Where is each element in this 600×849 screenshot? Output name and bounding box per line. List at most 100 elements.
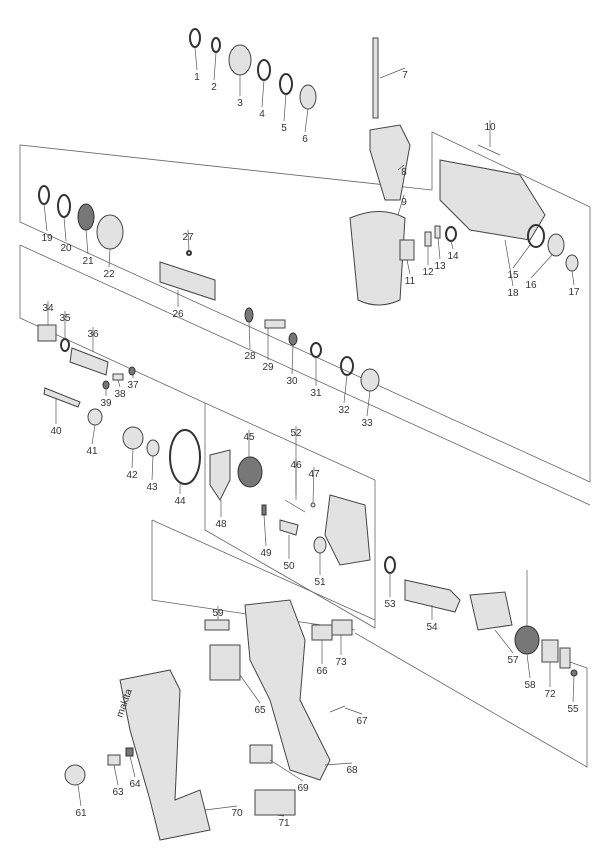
leader-line-67	[344, 707, 363, 715]
callout-16: 16	[525, 280, 537, 291]
parts: makita	[37, 28, 579, 841]
part-58-brush-holder	[514, 625, 540, 655]
part-72	[541, 639, 559, 663]
callout-32: 32	[338, 405, 350, 416]
part-53	[384, 556, 396, 574]
callout-2: 2	[211, 82, 217, 93]
leader-line-65	[239, 674, 261, 704]
part-15	[527, 224, 545, 248]
callout-20: 20	[60, 243, 72, 254]
callout-12: 12	[422, 267, 434, 278]
leader-line-22	[108, 248, 111, 268]
callout-70: 70	[231, 808, 243, 819]
leader-line-19	[43, 203, 48, 232]
leader-line-21	[85, 229, 89, 255]
part-7-bolt	[372, 37, 379, 119]
frame-crank	[19, 245, 206, 404]
callout-72: 72	[544, 689, 556, 700]
frame-spindle	[19, 144, 591, 483]
leader-line-58	[526, 653, 531, 679]
callout-27: 27	[182, 232, 194, 243]
leader-line-61	[77, 784, 82, 807]
callout-65: 65	[254, 705, 266, 716]
leader-line-7	[379, 67, 406, 79]
part-40-shaft	[43, 387, 81, 408]
part-10-pin	[477, 144, 501, 156]
leader-line-28	[248, 321, 251, 350]
leader-line-32	[343, 374, 348, 404]
callout-29: 29	[262, 362, 274, 373]
callout-labels: 1234567891011121314151617181920212226272…	[41, 47, 580, 829]
callout-43: 43	[146, 482, 158, 493]
callout-53: 53	[384, 599, 396, 610]
part-11	[399, 239, 415, 261]
leader-line-4	[261, 79, 265, 108]
part-36-cylinder	[69, 347, 109, 376]
leader-line-1	[194, 47, 198, 71]
part-63	[107, 754, 121, 766]
callout-57: 57	[507, 655, 519, 666]
callout-47: 47	[308, 469, 320, 480]
leader-line-30	[291, 344, 294, 375]
callout-61: 61	[75, 808, 87, 819]
leader-line-69	[269, 759, 304, 782]
part-39	[102, 380, 110, 390]
callout-48: 48	[215, 519, 227, 530]
leader-line-57	[494, 629, 514, 654]
part-30	[288, 332, 298, 346]
callout-55: 55	[567, 704, 579, 715]
part-31	[310, 342, 322, 358]
frame-crank-top	[19, 244, 591, 506]
leader-line-43	[151, 455, 154, 481]
leader-line-6	[304, 108, 309, 133]
part-13	[434, 225, 441, 239]
leader-line-20	[63, 216, 67, 242]
leader-line-27	[187, 229, 190, 252]
leader-line-9	[397, 194, 405, 216]
part-42-crank	[122, 426, 144, 450]
part-46-pin	[284, 499, 306, 513]
leader-line-33	[366, 390, 371, 417]
callout-68: 68	[346, 765, 358, 776]
callout-59: 59	[212, 608, 224, 619]
part-38	[112, 373, 124, 381]
callout-50: 50	[283, 561, 295, 572]
leader-line-13	[437, 237, 441, 260]
part-71-terminal	[254, 789, 296, 816]
callout-42: 42	[126, 470, 138, 481]
callout-15: 15	[507, 270, 519, 281]
callout-1: 1	[194, 72, 200, 83]
callout-37: 37	[127, 380, 139, 391]
part-37	[128, 366, 136, 376]
leader-line-8	[397, 164, 405, 171]
callout-5: 5	[281, 123, 287, 134]
part-8-grip-bracket	[369, 124, 411, 201]
part-59-switch-lever	[204, 619, 230, 631]
part-21-spring	[77, 203, 95, 231]
part-41-gear	[87, 408, 103, 426]
part-57-stator	[469, 591, 513, 631]
leader-line-18	[504, 239, 514, 287]
part-66-label	[311, 624, 333, 641]
part-49	[261, 504, 267, 516]
leader-line-38	[117, 379, 121, 388]
leader-line-5	[283, 93, 287, 122]
callout-71: 71	[278, 818, 290, 829]
callout-45: 45	[243, 432, 255, 443]
part-67-screw	[329, 705, 346, 713]
part-68-housing	[244, 599, 331, 781]
leader-line-55	[572, 675, 575, 703]
callout-19: 19	[41, 233, 53, 244]
part-45-spring	[237, 456, 263, 488]
part-43	[146, 439, 160, 457]
leader-line-42	[131, 448, 134, 469]
callout-49: 49	[260, 548, 272, 559]
frame-motor-right	[354, 632, 588, 768]
callout-40: 40	[50, 426, 62, 437]
part-16	[547, 233, 565, 257]
callout-36: 36	[87, 329, 99, 340]
part-22	[96, 214, 124, 250]
part-64	[125, 747, 134, 757]
callout-69: 69	[297, 783, 309, 794]
